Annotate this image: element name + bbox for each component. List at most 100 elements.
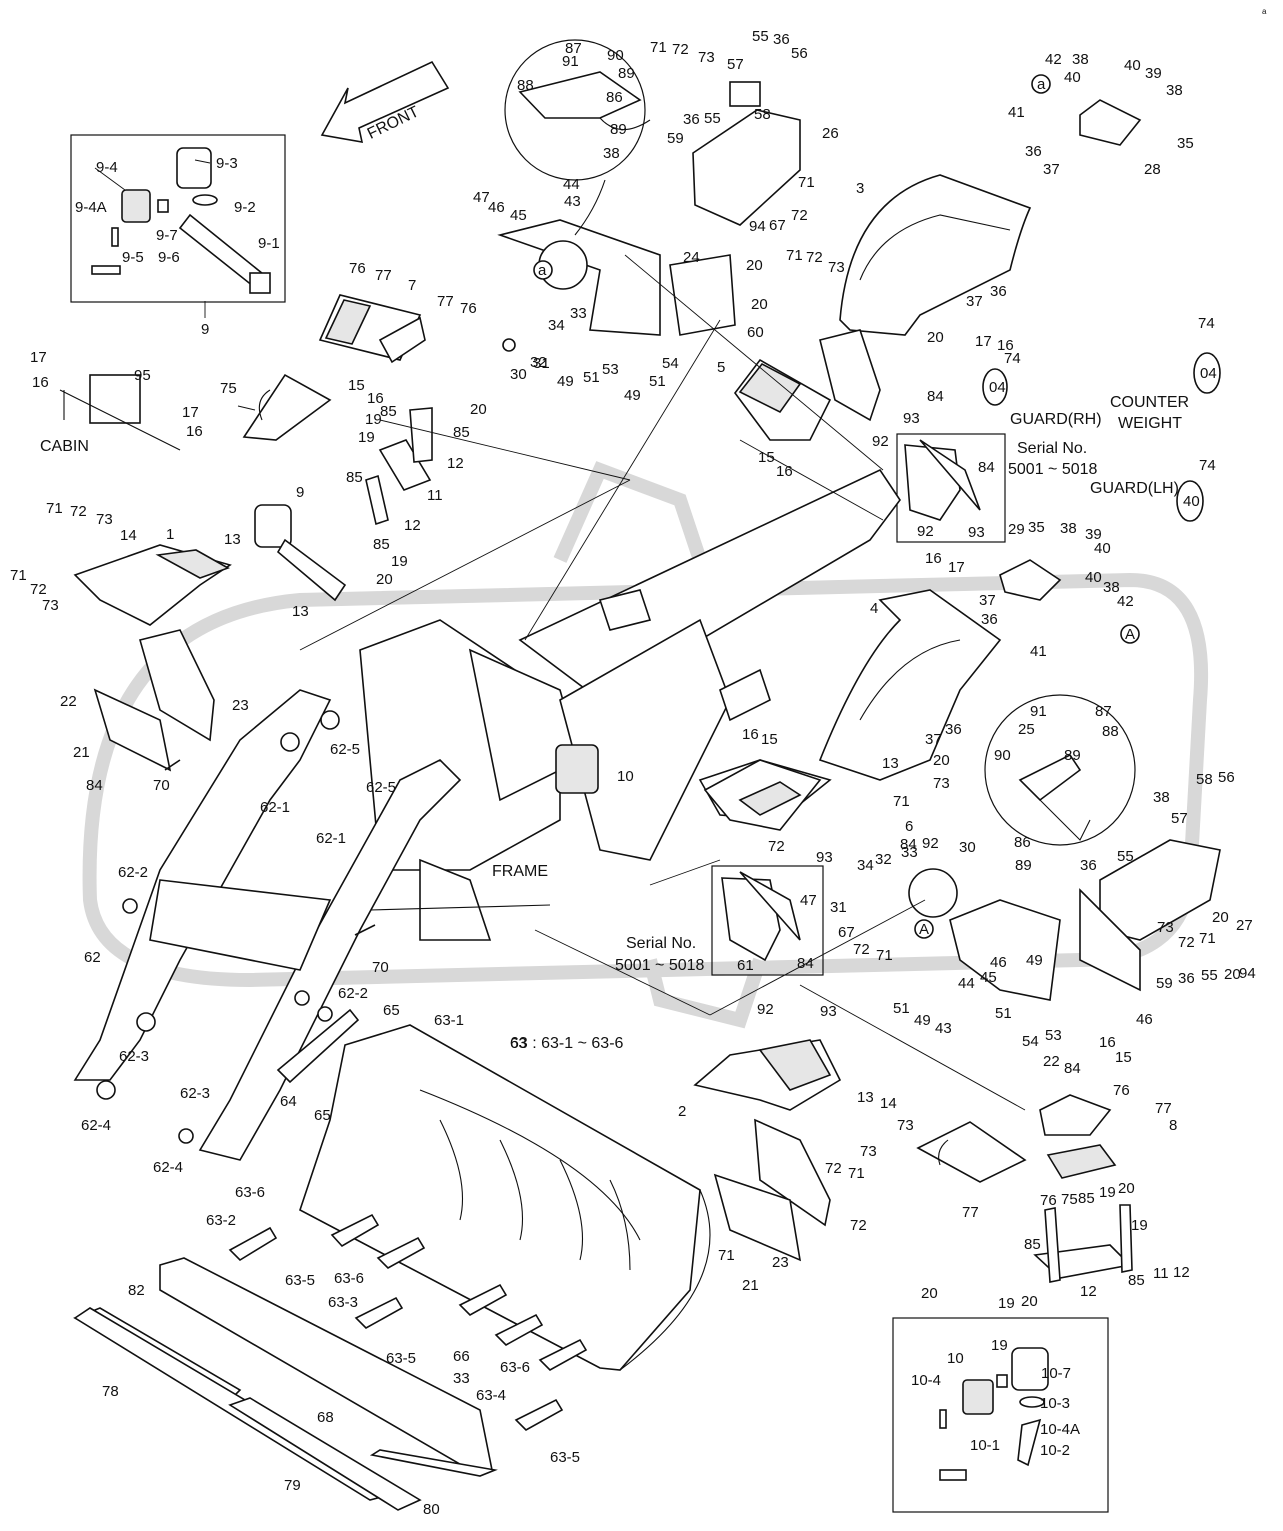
part-label: 9-5 <box>122 249 144 266</box>
annotations: CABIN FRAME Serial No. 5001 ~ 5018 Seria… <box>40 7 1267 1052</box>
part-label: 28 <box>1144 161 1161 178</box>
part-label: 38 <box>603 145 620 162</box>
part-label: 40 <box>1064 69 1081 86</box>
part-label: 73 <box>96 511 113 528</box>
part-label: 26 <box>822 125 839 142</box>
part-label: 10-1 <box>970 1437 1000 1454</box>
part-label: 46 <box>1136 1011 1153 1028</box>
part-label: 45 <box>510 207 527 224</box>
part-label: 72 <box>791 207 808 224</box>
part-label: 62-3 <box>119 1048 149 1065</box>
part-label: 7 <box>408 277 416 294</box>
part-label: 66 <box>453 1348 470 1365</box>
part-label: 84 <box>797 955 814 972</box>
part-label: 31 <box>533 355 550 372</box>
part-label: 10 <box>947 1350 964 1367</box>
part-label: 15 <box>1115 1049 1132 1066</box>
part-label: 13 <box>882 755 899 772</box>
detail-box-9 <box>70 134 286 303</box>
part-label: 67 <box>769 217 786 234</box>
part-label: 19 <box>391 553 408 570</box>
part-label: 63-2 <box>206 1212 236 1229</box>
callout-a-lower: a <box>538 262 547 279</box>
part-label: 71 <box>798 174 815 191</box>
part-label: 63-5 <box>550 1449 580 1466</box>
part-label: 85 <box>1128 1272 1145 1289</box>
part-label: 42 <box>1117 593 1134 610</box>
link-64 <box>276 1008 360 1084</box>
part-label: 72 <box>853 941 870 958</box>
part-label: 78 <box>102 1383 119 1400</box>
part-label: 9-7 <box>156 227 178 244</box>
fender-1 <box>73 544 232 772</box>
part-label: 68 <box>317 1409 334 1426</box>
part-label: 46 <box>990 954 1007 971</box>
step-11-lower <box>1033 1204 1133 1283</box>
part-label: 89 <box>618 65 635 82</box>
part-label: 16 <box>776 463 793 480</box>
part-label: 39 <box>1145 65 1162 82</box>
part-label: 85 <box>1078 1190 1095 1207</box>
part-label: 72 <box>672 41 689 58</box>
part-label: 9 <box>296 484 304 501</box>
part-label: 63-6 <box>500 1359 530 1376</box>
part-label: 12 <box>1173 1264 1190 1281</box>
part-label: 88 <box>1102 723 1119 740</box>
part-label: 80 <box>423 1501 440 1518</box>
part-label: 38 <box>1060 520 1077 537</box>
part-label: 35 <box>1177 135 1194 152</box>
part-label: 63-5 <box>285 1272 315 1289</box>
part-label: 65 <box>314 1107 331 1124</box>
part-label: 67 <box>838 924 855 941</box>
part-label: 20 <box>921 1285 938 1302</box>
part-label: 35 <box>1028 519 1045 536</box>
part-label: 62-4 <box>81 1117 111 1134</box>
step-11-upper <box>365 407 433 526</box>
part-label: 36 <box>1080 857 1097 874</box>
part-label: 79 <box>284 1477 301 1494</box>
part-label: 72 <box>768 838 785 855</box>
part-label: 17 <box>948 559 965 576</box>
part-label: 19 <box>358 429 375 446</box>
bucket-teeth <box>228 1213 588 1431</box>
part-label: 72 <box>70 503 87 520</box>
part-label: 73 <box>1157 919 1174 936</box>
bracket-24 <box>497 219 736 352</box>
part-label: 93 <box>903 410 920 427</box>
part-label: 84 <box>1064 1060 1081 1077</box>
part-label: 38 <box>1153 789 1170 806</box>
part-label: 89 <box>1015 857 1032 874</box>
part-label: 37 <box>966 293 983 310</box>
part-label: 21 <box>73 744 90 761</box>
part-label: 12 <box>1080 1283 1097 1300</box>
part-label: 13 <box>224 531 241 548</box>
part-label: 62-2 <box>338 985 368 1002</box>
part-label: 10-4A <box>1040 1421 1080 1438</box>
part-label: 62-3 <box>180 1085 210 1102</box>
part-label: 16 <box>1099 1034 1116 1051</box>
fender-4 <box>818 589 1002 781</box>
detail-box-10 <box>892 1317 1109 1513</box>
part-label: 38 <box>1103 579 1120 596</box>
serial-upper-line1: Serial No. <box>1017 440 1087 457</box>
part-label: 15 <box>348 377 365 394</box>
part-label: 36 <box>683 111 700 128</box>
part-label: 49 <box>914 1012 931 1029</box>
pins-70 <box>164 759 376 936</box>
emblem-40-lh: 40 <box>1183 493 1200 510</box>
part-label: 62-2 <box>118 864 148 881</box>
part-label: 76 <box>349 260 366 277</box>
part-label: 37 <box>1043 161 1060 178</box>
part-label: 75 <box>1061 1191 1078 1208</box>
part-label: 74 <box>1004 350 1021 367</box>
part-label: 93 <box>968 524 985 541</box>
part-label: 87 <box>565 40 582 57</box>
step-8 <box>916 1094 1117 1183</box>
callout-A-lower: A <box>919 921 929 938</box>
part-label: 33 <box>453 1370 470 1387</box>
part-label: 38 <box>1166 82 1183 99</box>
part-label: 57 <box>727 56 744 73</box>
part-label: 94 <box>1239 965 1256 982</box>
part-label: 10 <box>617 768 634 785</box>
